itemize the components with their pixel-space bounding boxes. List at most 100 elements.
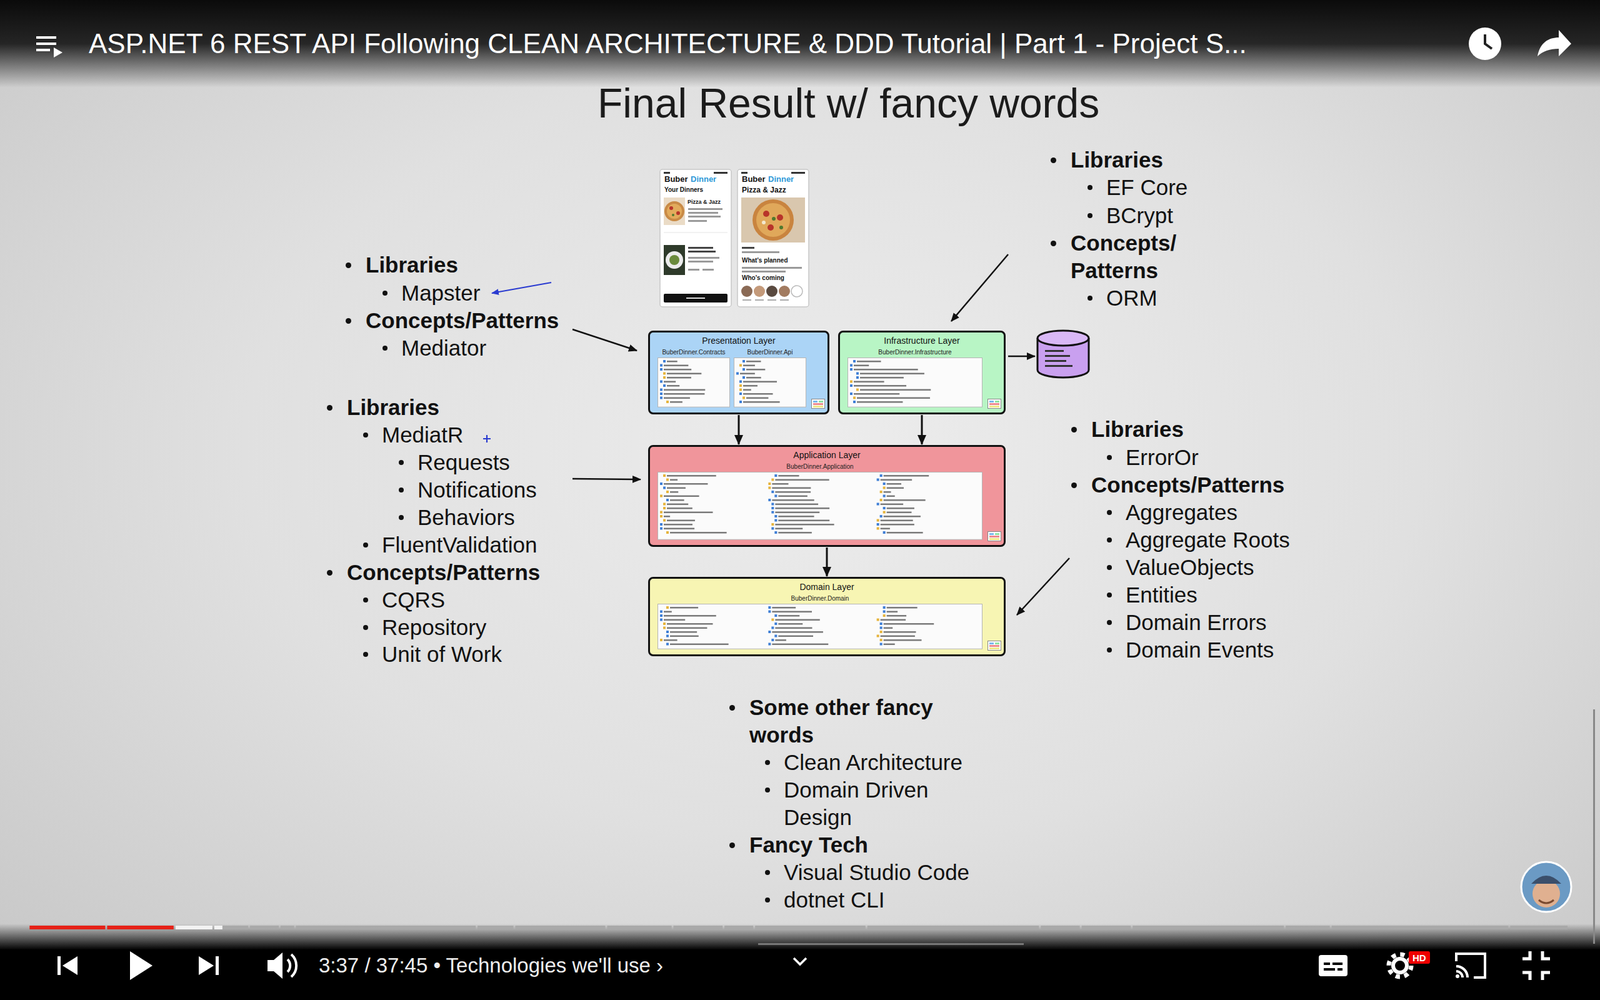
screen-text: Your Dinners: [664, 186, 704, 194]
player-icon: [1393, 958, 1407, 973]
tree-icon: [666, 400, 669, 404]
progress-track: [867, 925, 1040, 930]
tree-item: [746, 368, 765, 371]
tree-icon: [663, 519, 666, 522]
tree-icon: [660, 482, 663, 485]
tree-item: [880, 479, 912, 482]
tree-icon: [876, 618, 880, 622]
mini-legend: [987, 531, 1002, 542]
progress-track: [673, 925, 724, 930]
bullet-dot: [765, 760, 770, 765]
phone-mockup: [741, 246, 755, 249]
tree-icon: [883, 610, 886, 614]
bullet-item: ErrorOr: [1125, 443, 1199, 472]
bullet-dot: [398, 515, 404, 520]
player-icon: [1318, 955, 1348, 977]
tree-item: [666, 503, 689, 506]
phone-mockup: [776, 214, 784, 221]
domain-layer-box: Domain LayerBuberDinner.Domain: [648, 576, 1006, 657]
tree-icon: [771, 618, 774, 622]
tree-icon: [880, 643, 883, 646]
layer-title: Infrastructure Layer: [845, 335, 999, 347]
tree-icon: [742, 360, 745, 363]
bullet-heading: Some other fancy words: [749, 693, 950, 749]
tree-icon: [774, 614, 777, 617]
tree-icon: [663, 360, 666, 363]
phone-mockup: [752, 199, 794, 241]
tree-icon: [660, 511, 663, 514]
tree-icon: [876, 523, 880, 526]
bullet-item: ValueObjects: [1125, 553, 1255, 582]
tree-item: [880, 635, 915, 638]
bullet-item: Visual Studio Code: [783, 858, 970, 887]
tree-item: [666, 385, 680, 387]
tree-icon: [774, 474, 777, 477]
tree-icon: [660, 515, 663, 518]
tree-item: [775, 639, 787, 642]
bullet-item: dotnet CLI: [783, 886, 885, 914]
phone-mockup: [763, 210, 770, 217]
tree-item: [663, 381, 676, 384]
tree-icon: [736, 372, 739, 375]
tree-icon: [660, 396, 663, 400]
tree-item: [663, 619, 685, 622]
player-icon: [215, 956, 219, 975]
layer-title: Presentation Layer: [655, 335, 823, 347]
bullet-dot: [1106, 510, 1112, 515]
progress-bar: [29, 925, 1568, 930]
bullet-dot: [729, 705, 735, 711]
tree-item: [886, 495, 895, 498]
tree-icon: [768, 630, 771, 634]
phone-mockup: [688, 250, 716, 253]
progress-buffered: [214, 925, 223, 930]
progress-track: [477, 925, 514, 930]
phone-mockup: [663, 232, 728, 234]
phone-mockup: [688, 256, 720, 259]
tree-item: [743, 389, 752, 392]
project-column: BuberDinner.Infrastructure: [847, 348, 983, 408]
bullet-heading: Concepts/Patterns: [1091, 471, 1285, 499]
phone-mockup: [741, 171, 748, 174]
tree-icon: [666, 498, 669, 502]
tree-icon: [880, 498, 883, 502]
tree-item: [775, 511, 820, 514]
tree-item: [663, 365, 689, 367]
tree-item: [778, 515, 814, 518]
tree-item: [771, 487, 811, 490]
bullet-dot: [363, 625, 369, 630]
tree-item: [663, 393, 705, 395]
tree-item: [746, 397, 769, 400]
phone-mockup: [669, 255, 680, 265]
tree-item: [775, 528, 803, 530]
tree-icon: [883, 614, 886, 617]
tree-icon: [739, 400, 742, 404]
project-column: BuberDinner.Domain: [657, 595, 983, 650]
bullet-dot: [1106, 537, 1112, 543]
presentation-layer-box: Presentation LayerBuberDinner.ContractsB…: [648, 330, 830, 415]
tree-icon: [768, 643, 771, 646]
tree-item: [743, 393, 774, 395]
tree-icon: [660, 495, 663, 498]
phone-mockup: [665, 251, 684, 269]
pen-annotation: [491, 282, 552, 294]
tree-item: [740, 373, 755, 375]
phone-mockup: [767, 299, 777, 301]
tree-icon: [771, 523, 774, 526]
tree-icon: [660, 610, 663, 614]
tree-icon: [663, 622, 666, 625]
phone-mockup: [663, 171, 670, 174]
tree-item: [746, 360, 761, 363]
layer-title: Application Layer: [655, 450, 999, 461]
phone-mockup: [688, 246, 714, 249]
player-icon: [287, 954, 297, 977]
tree-item: [746, 376, 762, 379]
player-icon: [36, 37, 57, 50]
tree-item: [853, 385, 907, 387]
tree-icon: [850, 380, 853, 384]
tree-panel: [848, 358, 983, 408]
layer-title: Domain Layer: [655, 581, 999, 593]
tree-item: [666, 360, 678, 363]
project-column: BuberDinner.Application: [657, 463, 983, 540]
tree-item: [880, 523, 915, 526]
database-cylinder: [1045, 365, 1073, 367]
